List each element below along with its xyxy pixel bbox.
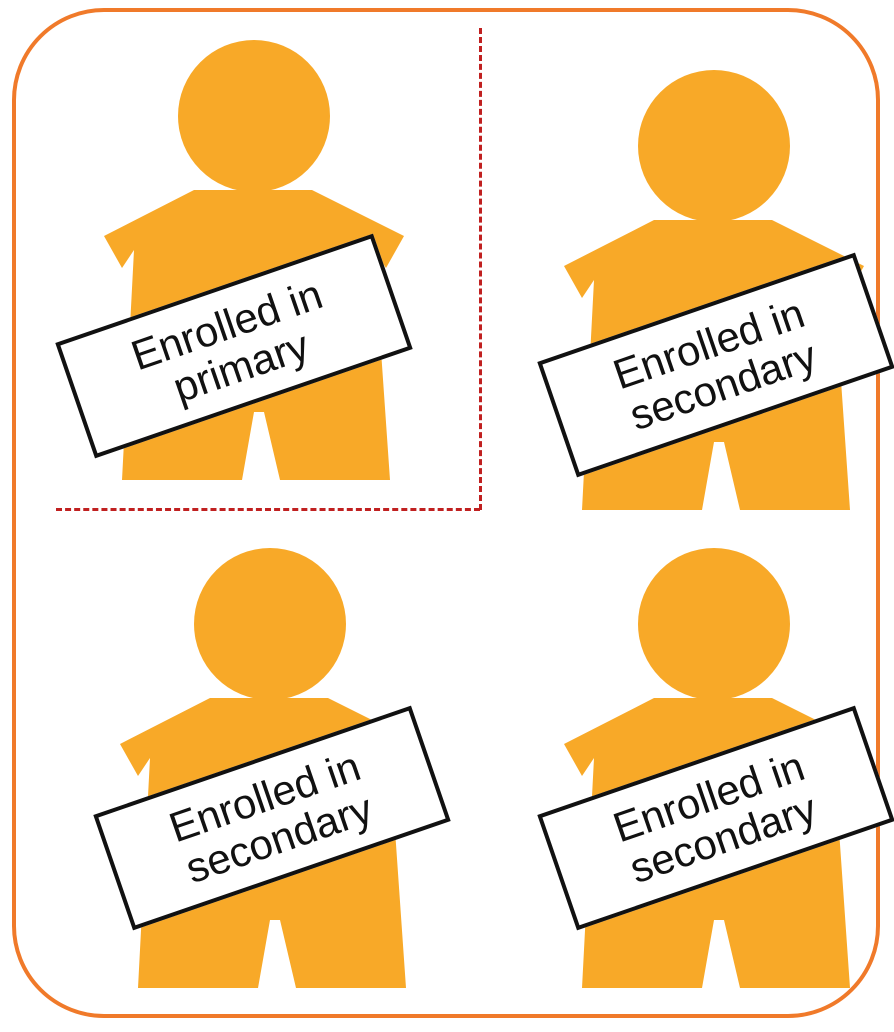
highlight-divider-vertical [479, 28, 482, 510]
highlight-divider-horizontal [56, 508, 480, 511]
